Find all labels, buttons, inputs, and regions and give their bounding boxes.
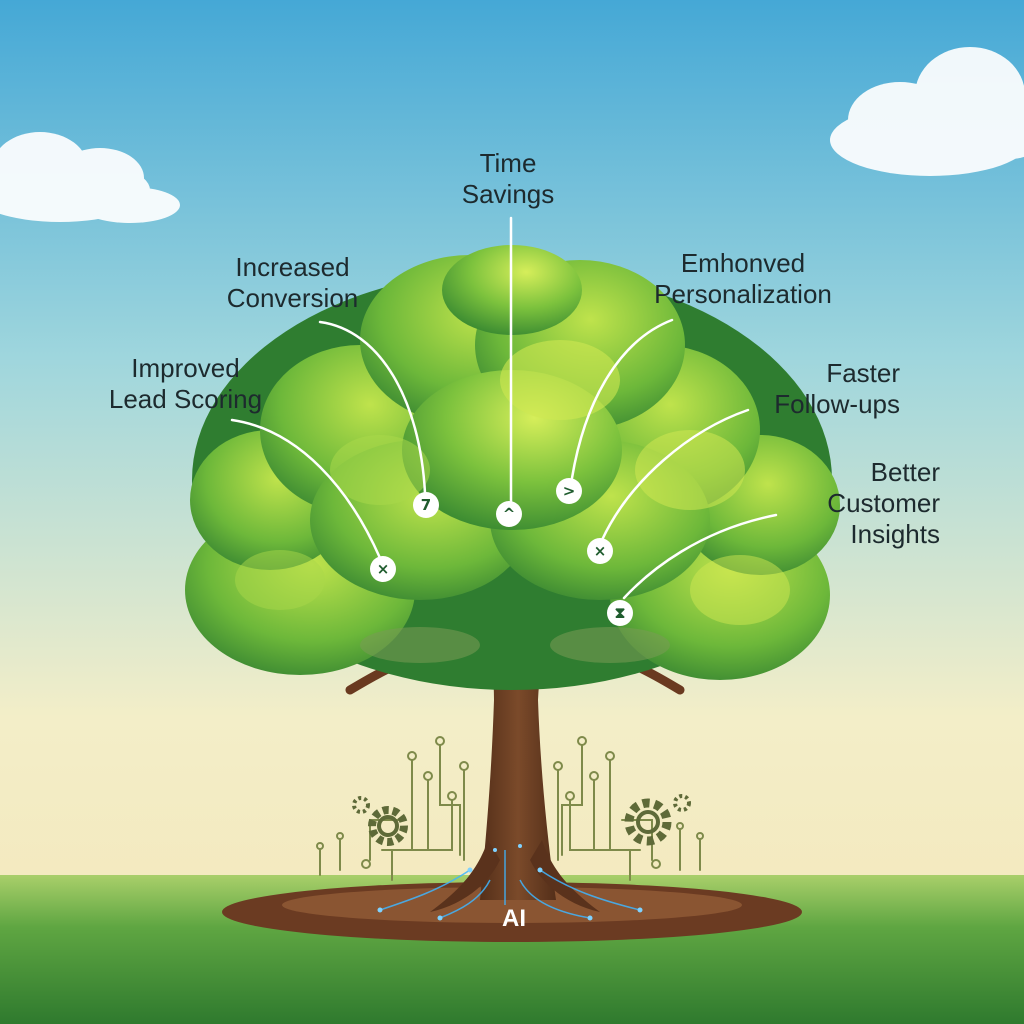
label-improved-lead-scoring: Improved Lead Scoring	[88, 353, 283, 415]
label-line: Insights	[850, 519, 940, 549]
circuit-icon	[316, 736, 704, 881]
label-line: Improved	[131, 353, 240, 383]
label-increased-conversion: Increased Conversion	[200, 252, 385, 314]
connector-faster-follow-ups	[600, 408, 750, 542]
label-line: Savings	[461, 179, 555, 209]
label-line: Conversion	[226, 283, 359, 313]
cloud-icon	[830, 47, 1024, 176]
svg-text:×: ×	[594, 542, 607, 560]
label-line: Follow-ups	[774, 389, 900, 419]
svg-text:>: >	[563, 482, 576, 500]
gear-icon	[673, 794, 691, 812]
root-label: AI	[502, 905, 526, 932]
label-line: Faster	[826, 358, 900, 388]
label-line: Better	[870, 457, 940, 487]
label-line: Customer	[827, 488, 940, 518]
svg-text:⧗: ⧗	[615, 604, 626, 622]
label-line: Lead Scoring	[108, 384, 263, 414]
label-faster-follow-ups: Faster Follow-ups	[740, 358, 900, 420]
gear-icon	[352, 796, 370, 814]
label-line: Time	[479, 148, 537, 178]
connector-lines	[230, 216, 778, 600]
label-line: Increased	[235, 252, 350, 282]
marker-time-savings: ^	[496, 501, 522, 527]
svg-text:×: ×	[377, 560, 390, 578]
connector-improved-lead-scoring	[230, 418, 382, 560]
label-better-customer-insights: Better Customer Insights	[790, 457, 940, 550]
cloud-icon	[0, 132, 180, 223]
label-line: Personalization	[654, 279, 832, 309]
marker-improved-lead-scoring: ×	[370, 556, 396, 582]
connector-increased-conversion	[318, 320, 427, 495]
gear-icon	[368, 806, 408, 846]
marker-increased-conversion: 7	[413, 492, 439, 518]
svg-text:7: 7	[421, 496, 431, 514]
label-line: Emhonved	[680, 248, 806, 278]
connector-emhonved-personalization	[570, 318, 674, 480]
marker-faster-follow-ups: ×	[587, 538, 613, 564]
marker-emhonved-personalization: >	[556, 478, 582, 504]
connector-better-customer-insights	[622, 513, 778, 600]
svg-text:^: ^	[503, 505, 516, 523]
gear-icon	[624, 798, 672, 846]
label-emhonved-personalization: Emhonved Personalization	[628, 248, 858, 310]
label-time-savings: Time Savings	[438, 148, 578, 210]
marker-better-customer-insights: ⧗	[607, 600, 633, 626]
